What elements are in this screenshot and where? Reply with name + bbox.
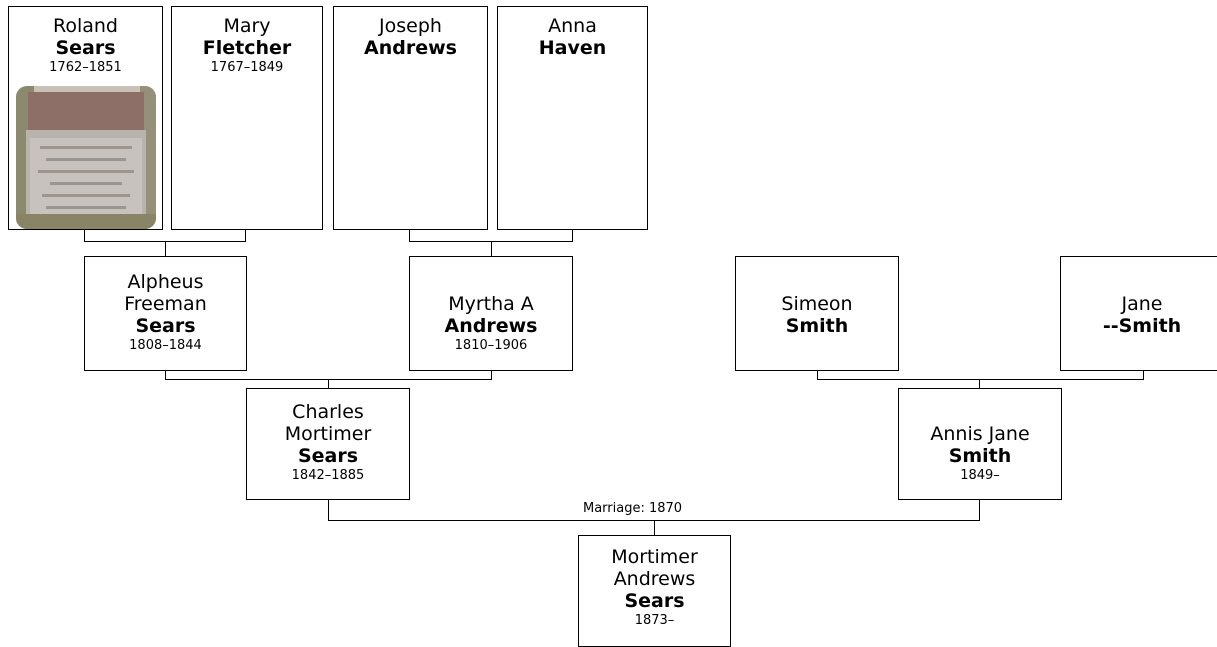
surname: Sears xyxy=(297,445,359,467)
life-dates: 1810–1906 xyxy=(454,338,528,353)
gravestone-photo[interactable] xyxy=(16,86,156,229)
given-name: Simeon xyxy=(781,293,853,315)
given-name: Myrtha A xyxy=(448,293,534,315)
given-name: Annis Jane xyxy=(930,423,1030,445)
gravestone-image xyxy=(16,86,156,229)
life-dates: 1849– xyxy=(960,468,1000,483)
surname: --Smith xyxy=(1102,315,1182,337)
surname: Sears xyxy=(135,315,196,337)
person-roland-sears[interactable]: Roland Sears 1762–1851 xyxy=(8,6,163,230)
middle-name: Freeman xyxy=(124,293,207,315)
person-anna-haven[interactable]: Anna Haven xyxy=(497,6,648,230)
given-name: Alpheus xyxy=(127,271,204,293)
middle-name: Andrews xyxy=(613,568,696,590)
life-dates: 1842–1885 xyxy=(291,468,365,483)
given-name: Mortimer xyxy=(611,546,698,568)
surname: Smith xyxy=(948,445,1012,467)
given-name: Charles xyxy=(292,401,364,423)
person-charles-sears[interactable]: Charles Mortimer Sears 1842–1885 xyxy=(246,388,410,500)
person-joseph-andrews[interactable]: Joseph Andrews xyxy=(333,6,488,230)
life-dates: 1762–1851 xyxy=(49,60,122,75)
life-dates: 1808–1844 xyxy=(129,338,202,353)
surname: Haven xyxy=(538,37,607,59)
person-mortimer-sears[interactable]: Mortimer Andrews Sears 1873– xyxy=(578,535,731,647)
surname: Sears xyxy=(55,37,116,59)
given-name: Mary xyxy=(223,15,271,37)
marriage-label: Marriage: 1870 xyxy=(580,502,686,516)
life-dates: 1767–1849 xyxy=(210,60,284,75)
person-myrtha-andrews[interactable]: Myrtha A Andrews 1810–1906 xyxy=(409,256,573,371)
given-name: Jane xyxy=(1121,293,1163,315)
person-annis-smith[interactable]: Annis Jane Smith 1849– xyxy=(898,388,1062,500)
surname: Sears xyxy=(624,590,685,612)
given-name: Joseph xyxy=(379,15,442,37)
person-mary-fletcher[interactable]: Mary Fletcher 1767–1849 xyxy=(171,6,323,230)
person-jane-smith[interactable]: Jane --Smith xyxy=(1060,256,1217,371)
surname: Andrews xyxy=(444,315,538,337)
given-name: Roland xyxy=(53,15,118,37)
surname: Andrews xyxy=(364,37,457,59)
middle-name: Mortimer xyxy=(284,423,372,445)
person-simeon-smith[interactable]: Simeon Smith xyxy=(735,256,899,371)
surname: Fletcher xyxy=(202,37,292,59)
given-name: Anna xyxy=(548,15,597,37)
person-alpheus-sears[interactable]: Alpheus Freeman Sears 1808–1844 xyxy=(84,256,247,371)
surname: Smith xyxy=(785,315,849,337)
life-dates: 1873– xyxy=(634,613,675,628)
